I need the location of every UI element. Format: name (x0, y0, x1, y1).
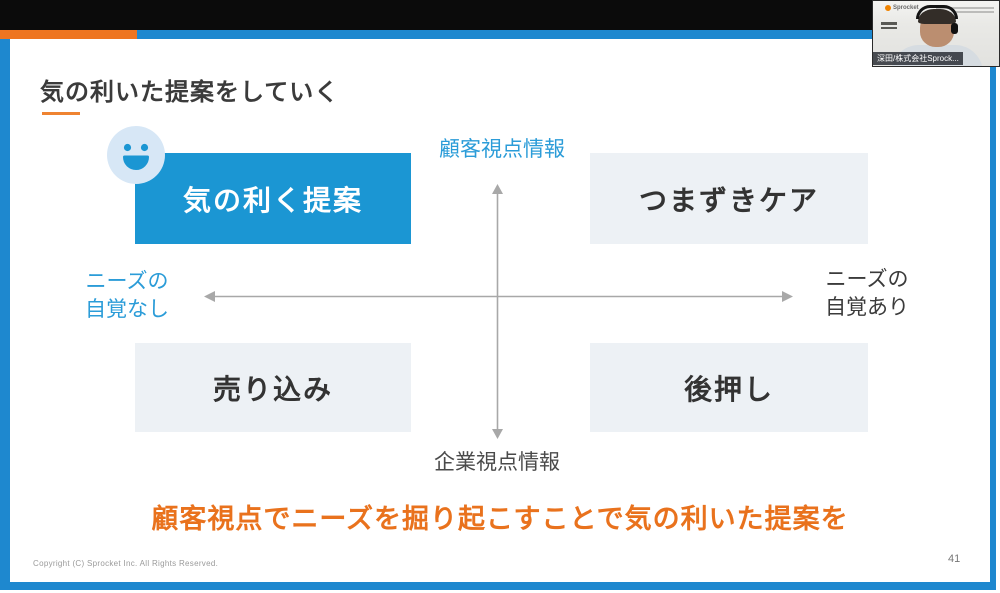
quadrant-label: 売り込み (212, 373, 333, 405)
quadrant-label: つまずきケア (638, 184, 819, 216)
slide-border-bottom (0, 582, 996, 590)
slide-top-accent-orange (0, 30, 137, 39)
axis-label-needs-aware: ニーズの 自覚あり (825, 268, 909, 319)
whiteboard-small-text (936, 7, 994, 15)
desk-nameplate (881, 22, 897, 31)
slide-border-left (0, 39, 10, 590)
headset-earcup (951, 23, 958, 34)
axis-label-customer-view: 顧客視点情報 (439, 138, 565, 161)
sprocket-logo-text: Sprocket (893, 5, 919, 11)
sprocket-logo: Sprocket (885, 5, 919, 11)
axis-label-needs-unaware: ニーズの 自覚なし (85, 270, 169, 321)
participant-name-label: 深田/株式会社Sprock... (873, 52, 963, 65)
slide-border-right (990, 39, 996, 590)
title-underline (42, 112, 80, 115)
quadrant-smart-proposal: 気の利く提案 (135, 153, 411, 244)
slide-top-accent-blue (137, 30, 1000, 39)
quadrant-push: 後押し (590, 343, 868, 432)
key-message: 顧客視点でニーズを掘り起こすことで気の利いた提案を (151, 504, 849, 534)
quadrant-stumble-care: つまずきケア (590, 153, 868, 244)
page-number: 41 (948, 553, 961, 565)
quadrant-label: 後押し (683, 373, 774, 405)
copyright-text: Copyright (C) Sprocket Inc. All Rights R… (33, 559, 219, 568)
slide-title: 気の利いた提案をしていく (40, 79, 340, 106)
window-top-bar (0, 0, 1000, 30)
smiley-icon (107, 126, 165, 184)
quadrant-hard-sell: 売り込み (135, 343, 411, 432)
vertical-axis-arrow (492, 184, 503, 439)
sprocket-logo-icon (885, 5, 891, 11)
quadrant-label: 気の利く提案 (182, 184, 363, 216)
axis-label-company-view: 企業視点情報 (434, 451, 560, 474)
horizontal-axis-arrow (204, 291, 793, 302)
participant-video-thumbnail[interactable]: Sprocket 深田/株式会社Sprock... (872, 0, 1000, 67)
headset-icon (916, 5, 958, 19)
